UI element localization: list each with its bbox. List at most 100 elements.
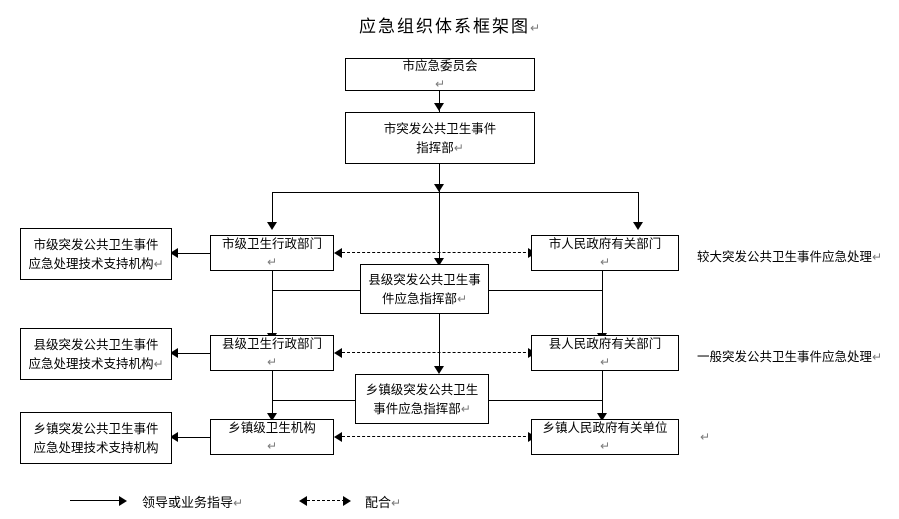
arrowhead-coordination-county-left	[334, 348, 342, 358]
page-title-text: 应急组织体系框架图	[358, 17, 530, 37]
connector-town-health-to-support	[178, 437, 210, 438]
node-city-support[interactable]: 市级突发公共卫生事件 应急处理技术支持机构↵	[20, 228, 172, 280]
node-city-support-line-2-text: 应急处理技术支持机构	[28, 255, 154, 271]
connector-county-command-to-town-command	[439, 314, 440, 372]
arrowhead-bus-to-city-health-admin	[267, 222, 277, 230]
node-city-command-line-1: 市突发公共卫生事件	[383, 120, 497, 136]
connector-county-admin-to-support	[178, 353, 210, 354]
stray-paragraph-mark-town-row: ↵	[700, 430, 711, 444]
connector-committee-to-command	[439, 90, 440, 112]
node-county-support[interactable]: 县级突发公共卫生事件 应急处理技术支持机构↵	[20, 328, 172, 380]
node-city-command-mark: ↵	[453, 140, 464, 155]
node-city-committee[interactable]: 市应急委员会 ↵	[345, 58, 535, 91]
connector-bus-to-city-health-admin	[272, 192, 273, 228]
connector-county-to-town-health	[272, 368, 273, 420]
connector-bus-to-county-command	[439, 192, 440, 264]
node-town-command-line-1: 乡镇级突发公共卫生	[365, 381, 479, 397]
legend-dashed-label: 配合↵	[365, 492, 401, 511]
node-city-command[interactable]: 市突发公共卫生事件 指挥部↵	[345, 112, 535, 164]
coordination-link-city	[342, 252, 536, 253]
node-town-health-org-mark: ↵	[266, 439, 278, 454]
legend-solid-arrowhead	[119, 496, 127, 506]
node-county-command[interactable]: 县级突发公共卫生事 件应急指挥部↵	[360, 264, 489, 314]
coordination-link-town	[342, 436, 536, 437]
side-note-general-event-text: 一般突发公共卫生事件应急处理	[697, 349, 873, 364]
node-county-command-line-2: 件应急指挥部↵	[382, 289, 467, 309]
node-county-command-line-2-text: 件应急指挥部	[381, 290, 457, 306]
side-note-major-event-text: 较大突发公共卫生事件应急处理	[697, 249, 873, 264]
arrowhead-bus-to-county-command	[434, 258, 444, 266]
node-city-gov-depts-line-1: 市人民政府有关部门	[548, 236, 662, 252]
node-county-gov-depts-line-1: 县人民政府有关部门	[548, 336, 662, 352]
node-city-support-line-1: 市级突发公共卫生事件	[33, 236, 159, 252]
arrowhead-coordination-city-left	[334, 248, 342, 258]
node-county-gov-depts[interactable]: 县人民政府有关部门 ↵	[531, 335, 679, 371]
node-town-health-org-line-1: 乡镇级卫生机构	[228, 420, 316, 436]
node-county-health-admin-mark: ↵	[266, 355, 278, 370]
distribution-bus-right	[602, 192, 638, 193]
node-city-support-line-2: 应急处理技术支持机构↵	[28, 254, 163, 274]
legend-dashed-arrowhead-left	[299, 496, 307, 506]
legend-dashed-label-text: 配合	[365, 496, 392, 511]
arrowhead-committee-to-command	[434, 103, 444, 111]
arrowhead-town-health-to-support	[170, 432, 178, 442]
legend-solid-arrow-line	[70, 500, 122, 501]
connector-bus-to-city-gov-depts	[638, 192, 639, 228]
connector-town-command-left	[272, 400, 355, 401]
page-title: 应急组织体系框架图↵	[0, 12, 899, 37]
arrowhead-coordination-town-left	[334, 432, 342, 442]
node-county-command-mark: ↵	[456, 291, 468, 306]
node-city-health-admin-mark: ↵	[266, 255, 278, 270]
node-county-health-admin[interactable]: 县级卫生行政部门 ↵	[210, 335, 334, 371]
node-city-committee-line-1: 市应急委员会	[402, 57, 478, 73]
node-county-support-line-2: 应急处理技术支持机构↵	[28, 354, 163, 374]
node-county-support-mark: ↵	[153, 356, 164, 371]
node-city-committee-mark: ↵	[434, 76, 446, 91]
node-town-gov-units-line-1: 乡镇人民政府有关单位	[542, 420, 668, 436]
node-city-gov-depts[interactable]: 市人民政府有关部门 ↵	[531, 235, 679, 271]
node-town-command-mark: ↵	[460, 401, 471, 416]
node-city-command-line-2: 指挥部↵	[416, 138, 464, 158]
node-county-support-line-1: 县级突发公共卫生事件	[33, 336, 159, 352]
side-note-major-event: 较大突发公共卫生事件应急处理↵	[697, 246, 882, 265]
connector-command-to-bus	[439, 163, 440, 193]
node-city-command-line-2-text: 指挥部	[416, 139, 454, 155]
arrowhead-command-to-bus	[434, 184, 444, 192]
node-town-health-org[interactable]: 乡镇级卫生机构 ↵	[210, 419, 334, 455]
node-county-gov-depts-mark: ↵	[599, 355, 611, 370]
node-town-support-line-2: 应急处理技术支持机构	[33, 440, 159, 455]
connector-city-to-county-gov-depts	[602, 268, 603, 340]
node-city-gov-depts-mark: ↵	[599, 255, 611, 270]
arrowhead-county-to-town-gov	[597, 413, 607, 421]
node-town-support-line-1: 乡镇突发公共卫生事件	[33, 420, 159, 436]
node-town-gov-units[interactable]: 乡镇人民政府有关单位↵	[531, 419, 679, 455]
connector-town-command-right	[489, 400, 602, 401]
connector-county-command-left	[272, 290, 360, 291]
node-town-command-line-2: 事件应急指挥部↵	[373, 399, 471, 419]
legend-dashed-label-mark: ↵	[391, 496, 402, 510]
legend-solid-label: 领导或业务指导↵	[142, 492, 243, 511]
node-town-command[interactable]: 乡镇级突发公共卫生 事件应急指挥部↵	[355, 374, 489, 424]
node-county-command-line-1: 县级突发公共卫生事	[368, 271, 481, 287]
arrowhead-bus-to-city-gov-depts	[633, 222, 643, 230]
legend-solid-label-text: 领导或业务指导	[142, 496, 234, 511]
node-city-health-admin-line-1: 市级卫生行政部门	[221, 236, 322, 252]
connector-city-admin-to-support	[178, 253, 210, 254]
node-town-support[interactable]: 乡镇突发公共卫生事件 应急处理技术支持机构	[20, 412, 172, 464]
node-county-health-admin-line-1: 县级卫生行政部门	[221, 336, 322, 352]
connector-city-to-county-health-admin	[272, 268, 273, 340]
legend-dashed-arrowhead-right	[343, 496, 351, 506]
distribution-bus	[272, 192, 602, 193]
arrowhead-county-command-to-town-command	[434, 366, 444, 374]
legend-dashed-arrow-line	[307, 500, 345, 501]
node-city-health-admin[interactable]: 市级卫生行政部门 ↵	[210, 235, 334, 271]
connector-county-command-right	[489, 290, 602, 291]
legend-solid-label-mark: ↵	[233, 496, 244, 510]
node-city-support-mark: ↵	[153, 256, 164, 271]
side-note-major-event-mark: ↵	[872, 250, 883, 264]
arrowhead-county-to-town-health	[267, 413, 277, 421]
node-county-support-line-2-text: 应急处理技术支持机构	[28, 355, 154, 371]
side-note-general-event: 一般突发公共卫生事件应急处理↵	[697, 346, 882, 365]
connector-county-to-town-gov	[602, 368, 603, 420]
